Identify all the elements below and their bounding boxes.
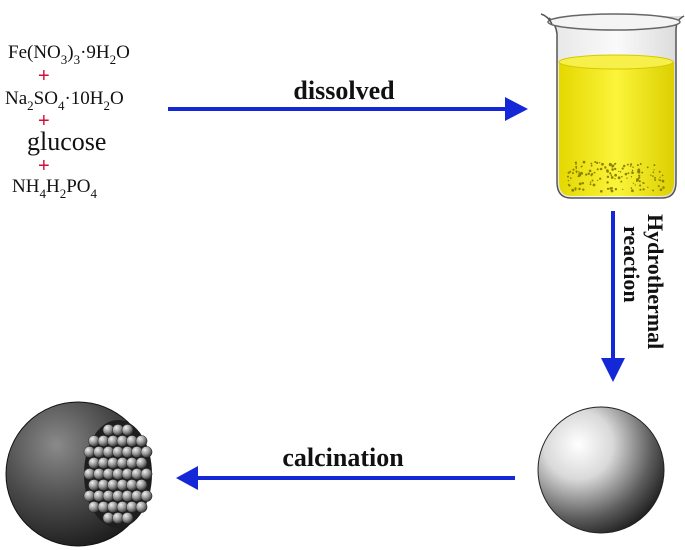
plus-sign: + xyxy=(38,65,50,87)
reagent-sodium-sulfate: Na2SO4·10H2O xyxy=(5,88,124,113)
plus-sign: + xyxy=(38,155,50,177)
reagent-glucose: glucose xyxy=(27,127,106,156)
beaker-icon xyxy=(540,13,685,199)
calcination-arrow xyxy=(176,466,515,490)
hydrothermal-label: Hydrothermal reaction xyxy=(619,214,668,349)
dissolve-label: dissolved xyxy=(293,76,395,105)
hydrothermal-arrow xyxy=(601,211,625,382)
porous-sphere-icon xyxy=(5,401,153,547)
reagent-iron-nitrate: Fe(NO3)3·9H2O xyxy=(8,42,130,67)
plus-sign: + xyxy=(38,110,50,132)
hydrothermal-label-line2: reaction xyxy=(619,226,644,303)
smooth-sphere-icon xyxy=(537,406,665,534)
dissolve-arrow xyxy=(168,97,528,121)
reagent-ammonium-phosphate: NH4H2PO4 xyxy=(12,176,97,201)
reagent-list: Fe(NO3)3·9H2O + Na2SO4·10H2O + glucose +… xyxy=(5,42,130,201)
hydrothermal-label-line1: Hydrothermal xyxy=(643,214,668,349)
calcination-label: calcination xyxy=(282,443,404,472)
